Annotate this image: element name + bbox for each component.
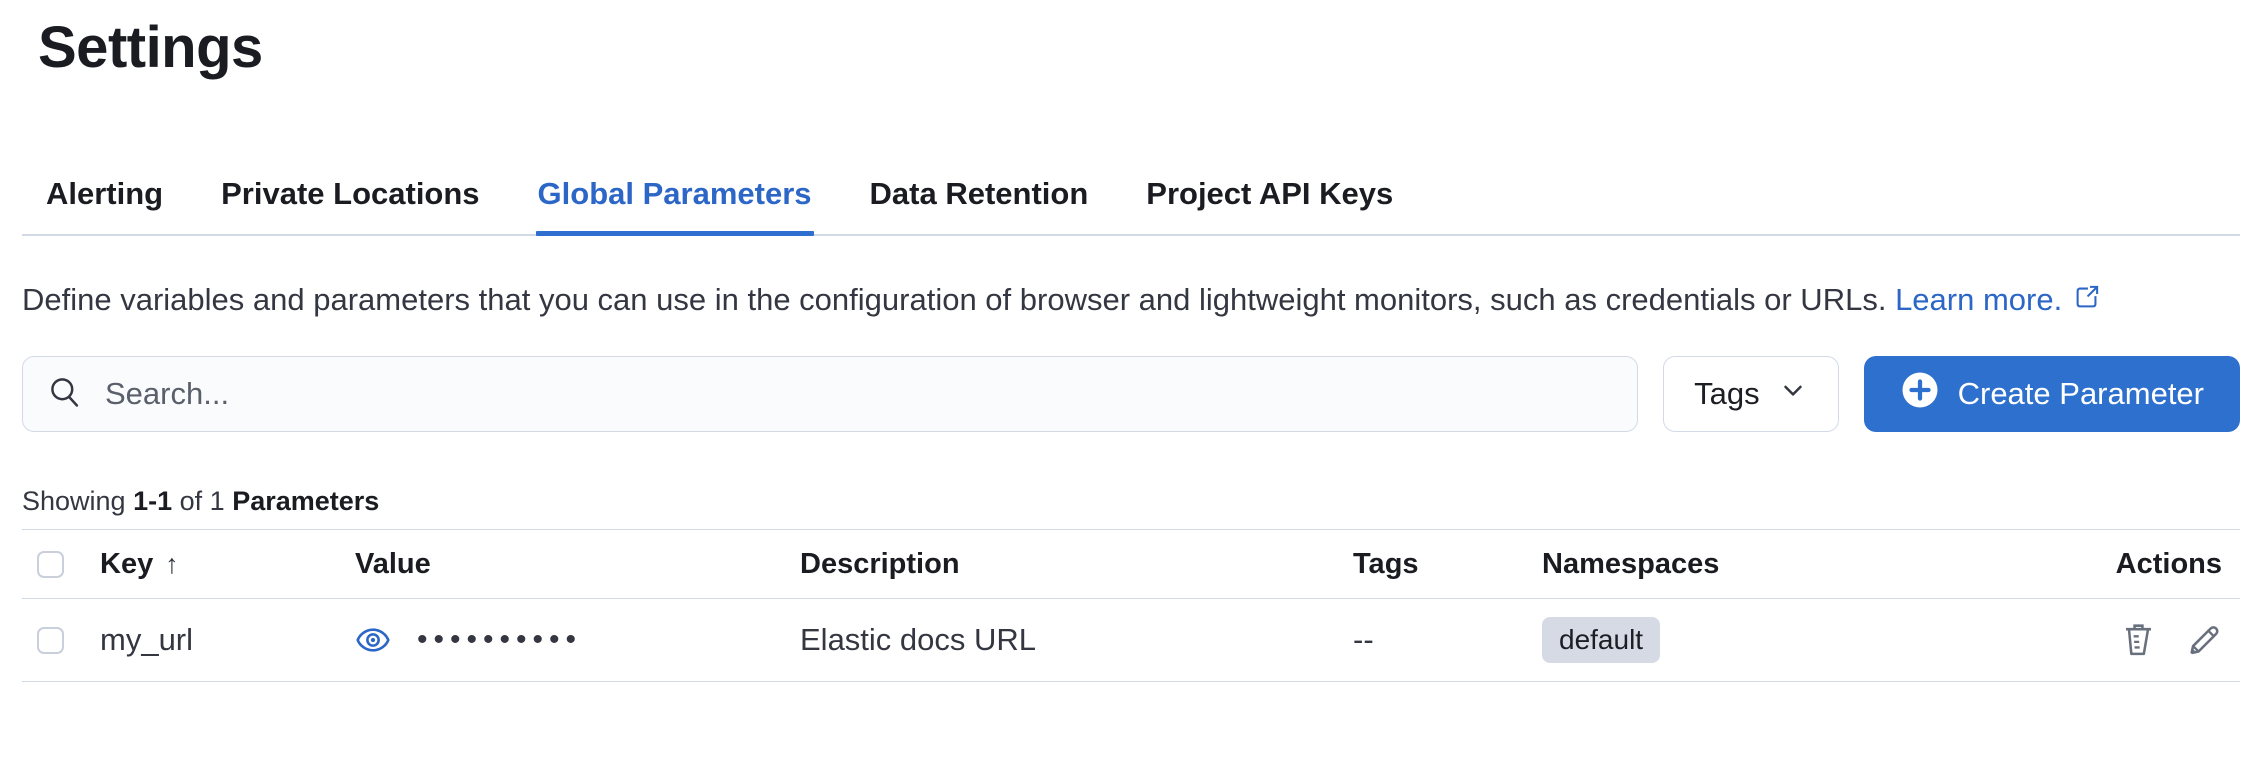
column-header-key-label: Key bbox=[100, 547, 154, 580]
tags-filter-label: Tags bbox=[1694, 376, 1760, 411]
table-row: my_url •••••••••• Elastic docs URL -- de… bbox=[22, 599, 2240, 682]
delete-icon[interactable] bbox=[2120, 622, 2157, 659]
parameters-table: Key ↑ Value Description Tags Namespaces … bbox=[22, 529, 2240, 682]
tab-global-parameters[interactable]: Global Parameters bbox=[535, 176, 814, 236]
settings-tabs: Alerting Private Locations Global Parame… bbox=[22, 176, 2240, 236]
row-namespaces: default bbox=[1542, 617, 1922, 663]
parameters-toolbar: Tags Create Parameter bbox=[22, 356, 2240, 432]
row-key: my_url bbox=[100, 622, 194, 657]
column-header-description: Description bbox=[800, 547, 960, 580]
row-select-cell bbox=[22, 626, 100, 654]
page-title: Settings bbox=[38, 15, 263, 80]
summary-entity: Parameters bbox=[232, 486, 380, 516]
chevron-down-icon bbox=[1778, 375, 1808, 413]
page-description: Define variables and parameters that you… bbox=[22, 276, 2240, 326]
summary-range: 1-1 bbox=[133, 486, 173, 516]
tab-data-retention[interactable]: Data Retention bbox=[869, 176, 1089, 211]
description-text: Define variables and parameters that you… bbox=[22, 282, 1887, 317]
row-actions bbox=[1922, 622, 2240, 659]
column-header-tags: Tags bbox=[1353, 547, 1419, 580]
row-tags: -- bbox=[1353, 622, 1374, 657]
column-header-actions: Actions bbox=[2115, 547, 2222, 580]
select-all-checkbox[interactable] bbox=[37, 550, 64, 578]
create-parameter-button[interactable]: Create Parameter bbox=[1863, 356, 2240, 432]
namespace-badge: default bbox=[1542, 617, 1661, 663]
search-box[interactable] bbox=[22, 356, 1639, 432]
search-icon bbox=[47, 374, 83, 415]
plus-in-circle-icon bbox=[1900, 370, 1940, 418]
sort-ascending-icon: ↑ bbox=[165, 548, 179, 579]
column-header-namespaces: Namespaces bbox=[1542, 547, 1720, 580]
search-input[interactable] bbox=[105, 376, 1614, 412]
summary-middle: of 1 bbox=[179, 486, 225, 516]
summary-prefix: Showing bbox=[22, 486, 126, 516]
table-header-row: Key ↑ Value Description Tags Namespaces … bbox=[22, 529, 2240, 599]
external-link-icon bbox=[2072, 278, 2102, 326]
tab-private-locations[interactable]: Private Locations bbox=[221, 176, 480, 211]
learn-more-link[interactable]: Learn more. bbox=[1895, 282, 2102, 317]
column-header-key[interactable]: Key ↑ bbox=[100, 548, 355, 581]
select-all-cell bbox=[22, 550, 100, 578]
masked-value: •••••••••• bbox=[417, 623, 583, 656]
row-description: Elastic docs URL bbox=[800, 622, 1037, 657]
column-header-value: Value bbox=[355, 547, 431, 580]
settings-page: Settings Alerting Private Locations Glob… bbox=[0, 16, 2262, 682]
results-summary: Showing 1-1 of 1 Parameters bbox=[22, 486, 2240, 517]
row-value-cell: •••••••••• bbox=[355, 622, 800, 658]
tab-alerting[interactable]: Alerting bbox=[46, 176, 164, 211]
create-parameter-label: Create Parameter bbox=[1957, 376, 2204, 411]
eye-icon[interactable] bbox=[355, 622, 391, 658]
row-checkbox[interactable] bbox=[37, 626, 64, 654]
tags-filter-button[interactable]: Tags bbox=[1663, 356, 1839, 432]
edit-icon[interactable] bbox=[2185, 622, 2222, 659]
learn-more-label: Learn more. bbox=[1895, 282, 2063, 317]
tab-project-api-keys[interactable]: Project API Keys bbox=[1146, 176, 1394, 211]
